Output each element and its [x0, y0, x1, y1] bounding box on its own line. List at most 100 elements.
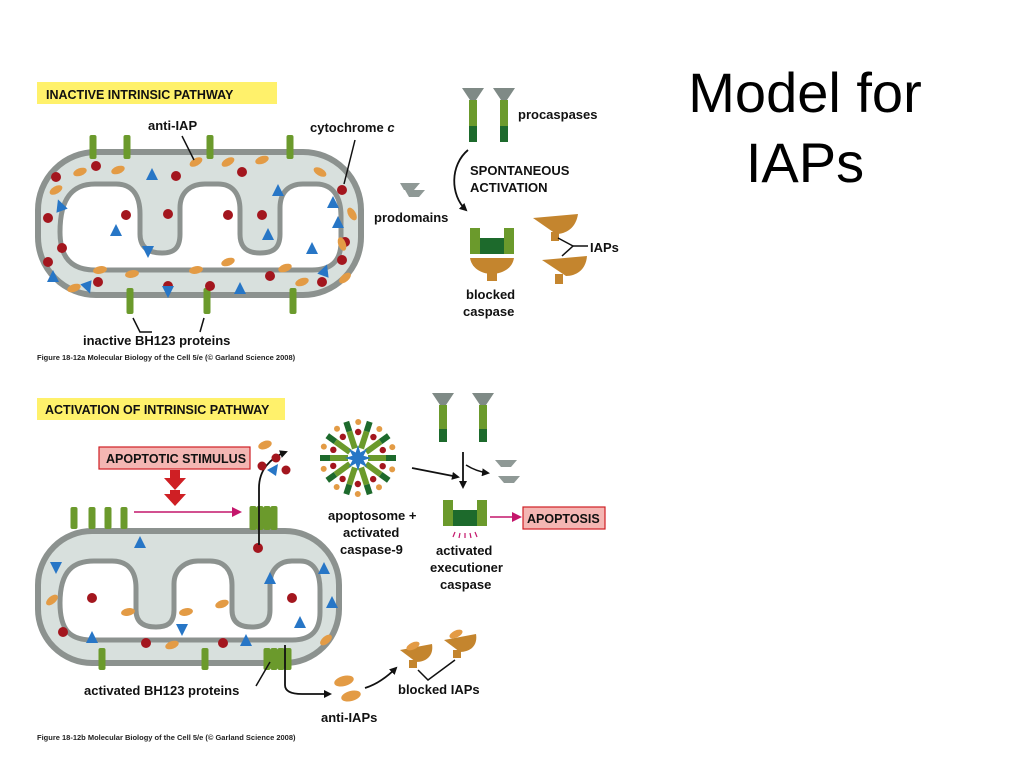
caspase-9-arm	[363, 420, 373, 433]
arrow-anti-iap-binding	[364, 666, 398, 689]
panel-activation-pathway: ACTIVATION OF INTRINSIC PATHWAY APOPTOTI…	[35, 393, 606, 742]
bh123-protein	[98, 648, 106, 670]
leader-iaps	[557, 237, 575, 257]
cytochrome-c-molecule	[93, 277, 103, 287]
cytochrome-c-molecule	[43, 257, 53, 267]
cytochrome-c-molecule	[317, 277, 327, 287]
bh123-protein	[270, 506, 278, 530]
cytochrome-c-bound	[330, 446, 337, 454]
blocked-iaps-graphic	[400, 629, 477, 668]
anti-iap-molecule	[189, 266, 203, 274]
bh123-protein	[126, 288, 134, 314]
adapter-domain	[375, 484, 382, 491]
cytochrome-c-bound	[339, 475, 346, 483]
leader-bh123-left	[132, 317, 152, 333]
label-prodomains: prodomains	[374, 210, 448, 225]
cytochrome-c-molecule	[257, 210, 267, 220]
stimulus-box	[98, 446, 251, 470]
bh123-protein	[256, 506, 264, 530]
cytochrome-c-bound	[339, 433, 347, 441]
smac-molecule	[134, 536, 146, 548]
cytochrome-c-molecule	[58, 627, 68, 637]
cytochrome-c-molecule	[163, 209, 173, 219]
cytochrome-c-bound	[354, 428, 362, 436]
bh123-protein	[284, 648, 292, 670]
apaf1-arm	[333, 461, 352, 477]
caspase-9-arm	[325, 472, 338, 483]
released-molecules	[257, 440, 291, 476]
activated-caspase-graphic	[443, 500, 487, 539]
caspase-9-arm	[378, 472, 391, 483]
cytochrome-c-bound	[369, 475, 377, 483]
smac-molecule	[264, 572, 276, 584]
label-executioner-1: activated	[436, 543, 492, 558]
cytochrome-c-molecule	[87, 593, 97, 603]
label-anti-iaps: anti-IAPs	[321, 710, 377, 725]
arrow-spontaneous	[453, 149, 469, 212]
banner-activation-text: ACTIVATION OF INTRINSIC PATHWAY	[45, 403, 270, 417]
bh123-protein	[289, 288, 297, 314]
bh123-protein	[277, 648, 285, 670]
anti-iap-molecule	[320, 634, 332, 646]
label-blocked-iaps: blocked IAPs	[398, 682, 480, 697]
cytochrome-c-molecule	[141, 638, 151, 648]
leader-blocked-iaps	[417, 659, 456, 681]
apoptosome-graphic	[320, 419, 396, 497]
anti-iap-molecule	[111, 165, 125, 175]
bh123-protein	[123, 135, 131, 159]
inner-membrane-cristae	[57, 181, 344, 273]
anti-iap-molecule	[339, 272, 351, 284]
procaspases-graphic-b	[432, 393, 494, 442]
label-apoptosis: APOPTOSIS	[527, 512, 600, 526]
label-blocked: blocked	[466, 287, 515, 302]
smac-molecule	[318, 562, 330, 574]
smac-molecule	[240, 634, 252, 646]
anti-iap-molecule	[221, 257, 235, 267]
anti-iap-molecule	[215, 599, 229, 609]
slide-title: Model for IAPs	[640, 58, 970, 198]
adapter-domain	[376, 425, 383, 432]
cytochrome-c-molecule	[253, 543, 263, 553]
slide-title-line-1: Model for	[688, 61, 922, 124]
arrow-anti-iap-release	[284, 645, 332, 698]
anti-iap-molecule	[49, 185, 63, 195]
anti-iap-molecule	[337, 237, 347, 251]
smac-molecule	[332, 216, 344, 228]
caspase-9-arm	[343, 483, 353, 496]
smac-molecule	[176, 624, 188, 636]
anti-iap-molecule	[295, 277, 309, 287]
caption-a: Figure 18-12a Molecular Biology of the C…	[37, 353, 296, 362]
prodomains-graphic-b	[495, 460, 520, 483]
apaf1-arm	[358, 430, 370, 450]
anti-iap-molecule	[93, 266, 107, 274]
anti-iap-molecule	[313, 167, 327, 177]
label-inactive-bh123: inactive BH123 proteins	[83, 333, 230, 348]
label-apoptosome-1: apoptosome +	[328, 508, 417, 523]
cytochrome-c-bound	[330, 462, 337, 470]
bh123-channels	[70, 506, 292, 670]
smac-molecule	[50, 562, 62, 574]
cytochrome-c-bound	[354, 480, 362, 488]
smac-molecule	[146, 168, 158, 180]
anti-iap-molecule	[125, 270, 139, 278]
label-activated-bh123: activated BH123 proteins	[84, 683, 239, 698]
caspase-9-arm	[343, 420, 353, 433]
mitochondrion-inactive	[35, 149, 364, 298]
leader-cytochrome	[343, 139, 356, 185]
leader-bh123-right	[199, 317, 205, 333]
cytochrome-c-molecule	[218, 638, 228, 648]
smac-molecule	[317, 264, 329, 278]
caspase-9-arm	[363, 483, 373, 496]
cytochrome-c-molecule	[265, 271, 275, 281]
adapter-domain	[333, 484, 340, 491]
smac-molecule	[110, 224, 122, 236]
anti-iap-molecule	[189, 157, 203, 167]
adapter-domain	[320, 465, 327, 472]
bh123-protein	[88, 507, 96, 529]
smac-molecule	[306, 242, 318, 254]
bh123-protein	[263, 506, 271, 530]
label-spontaneous: SPONTANEOUS	[470, 163, 570, 178]
adapter-domain	[334, 425, 341, 432]
apaf1-arm	[364, 461, 383, 477]
